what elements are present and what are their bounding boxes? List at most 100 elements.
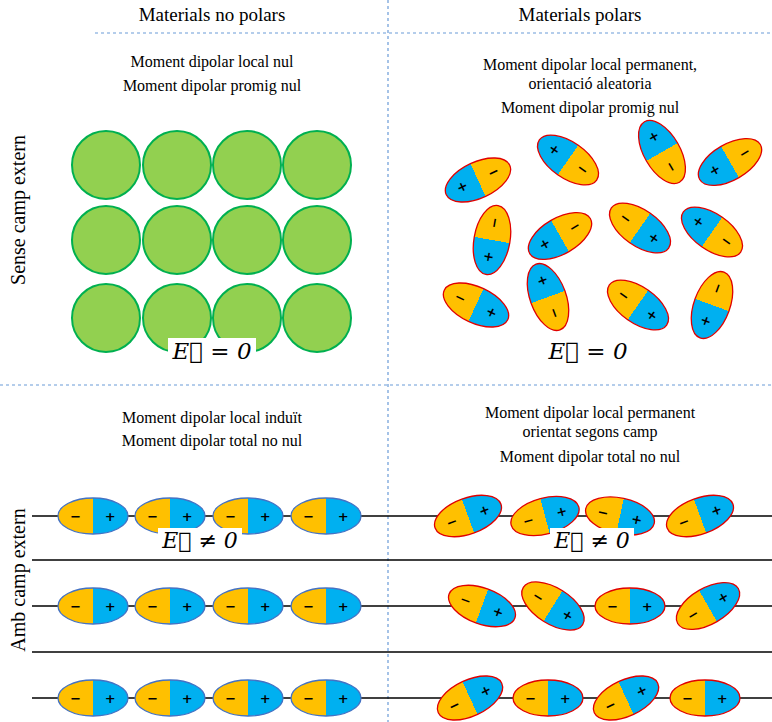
charge-sign: + xyxy=(260,600,271,613)
dipole-outline xyxy=(135,588,205,624)
dipole-shape xyxy=(600,192,681,264)
charge-sign: + xyxy=(338,692,349,705)
dipole-outline xyxy=(58,498,128,534)
dipole-molecule: −+ xyxy=(660,486,741,546)
dipole-molecule: −+ xyxy=(628,111,697,192)
dipole-molecule: −+ xyxy=(467,201,517,279)
charge-sign: + xyxy=(260,692,271,705)
charge-sign: − xyxy=(225,600,236,613)
charge-sign: + xyxy=(482,251,497,264)
charge-sign: + xyxy=(182,600,193,613)
dipole-shape xyxy=(518,257,578,338)
dipole-outline xyxy=(673,197,751,267)
charge-sign: + xyxy=(260,510,271,523)
description: Moment dipolar local permanent orientat … xyxy=(459,403,721,441)
charge-sign: − xyxy=(682,692,693,705)
charge-sign: − xyxy=(303,510,314,523)
charge-sign: − xyxy=(225,692,236,705)
description: Moment dipolar total no nul xyxy=(42,431,382,450)
dipole-shape xyxy=(290,497,362,535)
dipole-outline xyxy=(691,129,770,195)
dipole-shape xyxy=(429,666,510,722)
charge-sign: + xyxy=(717,692,728,705)
dipole-shape xyxy=(57,497,129,535)
dipole-shape xyxy=(428,486,509,546)
dipole-outline xyxy=(58,680,128,716)
dipole-shape xyxy=(437,148,518,213)
description: Moment dipolar local induït xyxy=(42,408,382,427)
dipole-outline xyxy=(135,680,205,716)
charge-sign: − xyxy=(607,600,618,613)
description: Moment dipolar local nul xyxy=(42,52,382,71)
dipole-outline xyxy=(521,203,600,269)
dipole-shape xyxy=(512,571,593,641)
dipole-shape xyxy=(660,486,741,546)
charge-sign: + xyxy=(105,600,116,613)
dipole-outline xyxy=(429,487,507,545)
dipole-shape xyxy=(628,111,697,192)
dipole-outline xyxy=(213,680,283,716)
dipole-molecule: −+ xyxy=(134,679,206,717)
dipole-shape xyxy=(682,265,742,346)
dipole-molecule: −+ xyxy=(519,202,600,271)
dipole-molecule: −+ xyxy=(437,148,518,213)
neutral-molecule xyxy=(213,206,281,274)
dipole-molecule: −+ xyxy=(585,666,666,722)
description: Moment dipolar promig nul xyxy=(42,76,382,95)
field-label: E⃗ ≠ 0 xyxy=(550,528,634,554)
neutral-molecule xyxy=(143,206,211,274)
charge-sign: − xyxy=(70,692,81,705)
dipole-shape xyxy=(442,576,523,636)
dipole-molecule: −+ xyxy=(290,587,362,625)
dipole-outline xyxy=(670,680,740,716)
charge-sign: − xyxy=(147,692,158,705)
dipole-shape xyxy=(435,273,516,338)
charge-sign: − xyxy=(525,692,536,705)
dipole-shape xyxy=(594,587,666,625)
dipole-molecule: −+ xyxy=(428,486,509,546)
charge-sign: − xyxy=(225,510,236,523)
dipole-molecule: −+ xyxy=(689,128,770,197)
dipole-shape xyxy=(290,679,362,717)
dipole-molecule: −+ xyxy=(600,192,681,264)
dipole-molecule: −+ xyxy=(682,265,742,346)
column-header: Materials polars xyxy=(430,4,730,27)
dipole-shape xyxy=(667,572,748,641)
dipole-molecule: −+ xyxy=(290,497,362,535)
dipole-molecule: −+ xyxy=(212,587,284,625)
dipole-molecule: −+ xyxy=(435,273,516,338)
row-header: Amb camp extern xyxy=(6,450,30,710)
charge-sign: − xyxy=(70,600,81,613)
dipole-shape xyxy=(134,587,206,625)
dipole-outline xyxy=(601,193,679,263)
description: Moment dipolar local permanent, orientac… xyxy=(459,55,721,93)
dipole-shape xyxy=(467,201,517,279)
dipole-shape xyxy=(528,124,609,196)
field-label: E⃗ = 0 xyxy=(544,338,631,366)
charge-sign: − xyxy=(70,510,81,523)
dipole-shape xyxy=(134,679,206,717)
charge-sign: + xyxy=(182,510,193,523)
dipole-molecule: −+ xyxy=(518,257,578,338)
dipole-outline xyxy=(437,274,516,336)
dipole-molecule: −+ xyxy=(57,587,129,625)
neutral-molecule xyxy=(283,284,351,352)
dipole-outline xyxy=(513,680,583,716)
column-header: Materials no polars xyxy=(62,4,362,27)
dipole-molecule: −+ xyxy=(57,497,129,535)
dipole-outline xyxy=(514,572,592,640)
dipole-outline xyxy=(213,588,283,624)
dipole-molecule: −+ xyxy=(528,124,609,196)
dipole-outline xyxy=(58,588,128,624)
neutral-molecules xyxy=(72,131,351,352)
dipole-shape xyxy=(598,269,679,341)
dipole-outline xyxy=(661,487,739,545)
dipole-molecule: −+ xyxy=(594,587,666,625)
dipole-outline xyxy=(291,680,361,716)
dipole-shape xyxy=(57,587,129,625)
dipole-molecule: −+ xyxy=(429,666,510,722)
dipole-molecule: −+ xyxy=(134,587,206,625)
dipole-shape xyxy=(669,679,741,717)
dipole-molecule: −+ xyxy=(512,679,584,717)
